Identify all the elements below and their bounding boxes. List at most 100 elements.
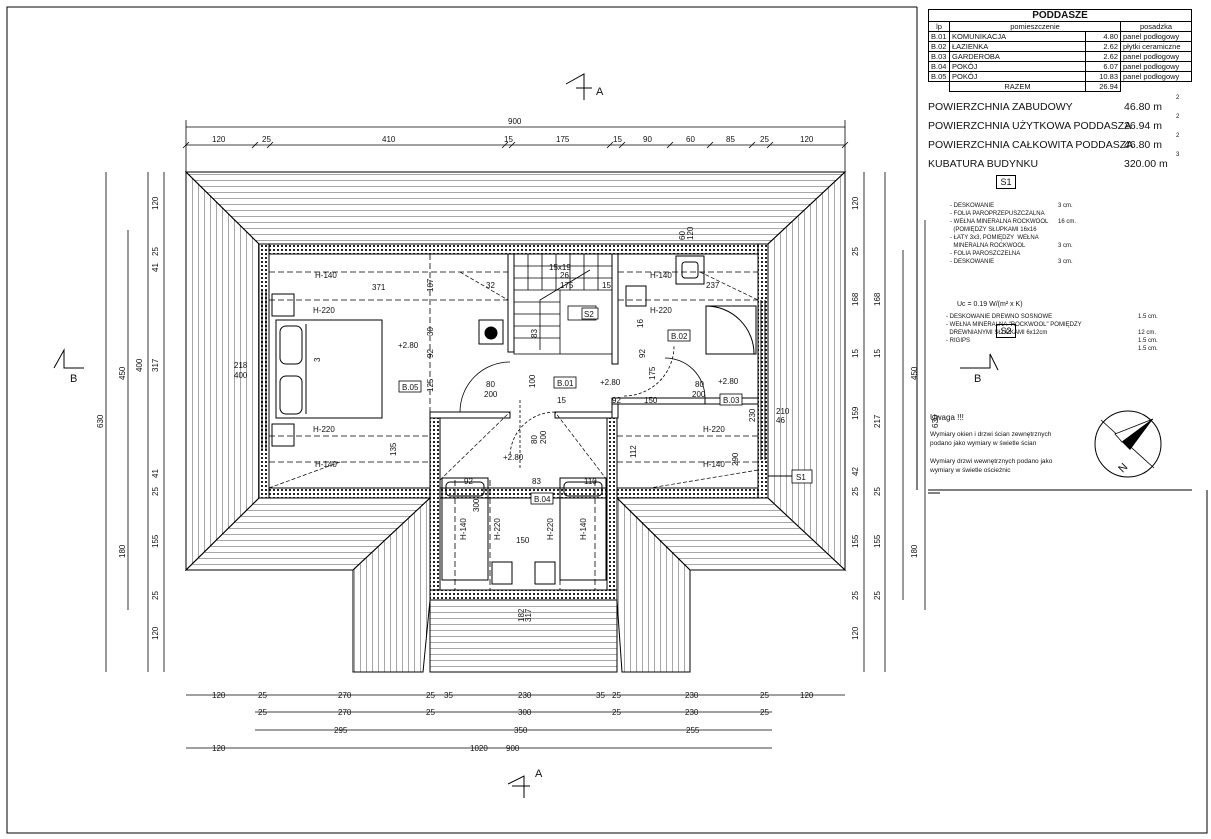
th-lp: lp (928, 21, 950, 32)
dim-text: 15 (602, 281, 611, 290)
layer-thickness: 3 cm. (1058, 259, 1073, 265)
dim-text: 135 (389, 442, 398, 456)
dim-text: 35 (596, 691, 605, 700)
north-arrow: N (1094, 410, 1162, 478)
dim-text: 92 (464, 477, 473, 486)
dormer-roof-right (616, 496, 691, 673)
dim-text: 120 (212, 691, 226, 700)
dim-text: 41 (151, 469, 160, 478)
dims-left (105, 172, 165, 672)
layer-text: MINERALNA ROCKWOOL (950, 243, 1026, 249)
dim-text: 80 (695, 380, 704, 389)
room-label-b03: B.03 (719, 393, 743, 406)
dim-text: 450 (118, 366, 127, 380)
section-mark-b-left (53, 348, 84, 369)
dim-text: 85 (726, 135, 735, 144)
dim-text: 182 (517, 608, 526, 622)
level-mark: +2.80 (600, 378, 621, 387)
dim-text: 155 (851, 534, 860, 548)
dim-text: 92 (612, 396, 621, 405)
dim-text: 120 (151, 626, 160, 640)
schedule-cell: B.05 (928, 71, 950, 82)
dim-text: 180 (118, 544, 127, 558)
interior-dims: 371 107 32 83 15x19 26 175 15 16 237 60 … (234, 226, 790, 622)
dim-text: 120 (800, 135, 814, 144)
area-label: POWIERZCHNIA CAŁKOWITA PODDASZA (928, 139, 1134, 151)
area-unit-sup: 3 (1176, 152, 1180, 158)
layer-thickness: 1.5 cm. (1138, 314, 1158, 320)
area-unit-sup: 2 (1176, 95, 1180, 101)
dim-text: 42 (851, 467, 860, 476)
dim-text: 25 (151, 487, 160, 496)
dim-text: 60 (678, 231, 687, 240)
dim-text: 168 (873, 292, 882, 306)
dim-text: 230 (748, 408, 757, 422)
dim-text: 900 (506, 744, 520, 753)
note-line: wymiary w świetle ościeżnic (930, 467, 1011, 474)
dim-text: 25 (151, 247, 160, 256)
schedule-cell: 4.80 (1085, 31, 1121, 42)
area-value: 26.94 m (1124, 120, 1162, 132)
section-mark-label: A (596, 86, 604, 98)
dim-text: 120 (212, 744, 226, 753)
layer-row: - ŁATY 3x3, POMIĘDZY WEŁNA (950, 234, 1170, 242)
layer-text: - FOLIA PAROSZCZELNA (950, 251, 1021, 257)
dim-text: 25 (612, 691, 621, 700)
dim-text: 15 (851, 349, 860, 358)
schedule-cell: POKÓJ (949, 61, 1086, 72)
notes-body: Wymiary okien i drzwi ścian zewnętrznych… (930, 430, 1100, 475)
dim-text: 230 (685, 691, 699, 700)
dim-text: 159 (851, 406, 860, 420)
dim-text: 410 (382, 135, 396, 144)
height-label: H-220 (493, 518, 502, 540)
dim-text: 217 (873, 414, 882, 428)
dim-text: 290 (731, 452, 740, 466)
dim-text: 25 (258, 691, 267, 700)
room-label-text: B.01 (557, 379, 574, 388)
schedule-cell: ŁAZIENKA (949, 41, 1086, 52)
dims-bottom (186, 694, 845, 749)
height-label: H-220 (703, 425, 725, 434)
dim-text: 15 (557, 396, 566, 405)
dim-text: 25 (760, 135, 769, 144)
dim-text: 200 (539, 430, 548, 444)
room-labels: B.01 B.02 B.03 B.04 B.05 S2 S1 (398, 307, 813, 505)
wall-bottom (258, 487, 769, 499)
layer-row: - WEŁNA MINERALNA "ROCKWOOL" POMIĘDZY (946, 321, 1176, 329)
dim-text: 92 (638, 349, 647, 358)
dim-text: 120 (851, 626, 860, 640)
room-label-b02: B.02 (667, 329, 691, 342)
area-label: POWIERZCHNIA ZABUDOWY (928, 101, 1073, 113)
level-mark: +2.80 (503, 453, 524, 462)
dim-text: 25 (873, 591, 882, 600)
height-label: H-140 (459, 518, 468, 540)
dim-text: 255 (686, 726, 700, 735)
layer-text: - WEŁNA MINERALNA "ROCKWOOL" POMIĘDZY (946, 322, 1082, 328)
double-bed (275, 319, 383, 419)
wall-tag-s1: S1 (768, 469, 813, 484)
layer-text: - DESKOWANIE (950, 203, 995, 209)
dim-text: 15 (873, 349, 882, 358)
dim-text: 107 (426, 278, 435, 292)
level-marks: +2.80 +2.80 +2.80 +2.80 (398, 341, 739, 462)
dim-text: 317 (151, 358, 160, 372)
roof (184, 170, 847, 673)
dim-text: 175 (648, 366, 657, 380)
notes-title: Uwaga !!! (930, 413, 964, 422)
area-unit-sup: 2 (1176, 114, 1180, 120)
layer-row: 1.5 cm. (946, 345, 1176, 353)
layer-text: - DESKOWANIE (950, 259, 995, 265)
layer-row: - DESKOWANIE 3 cm. (950, 258, 1170, 266)
